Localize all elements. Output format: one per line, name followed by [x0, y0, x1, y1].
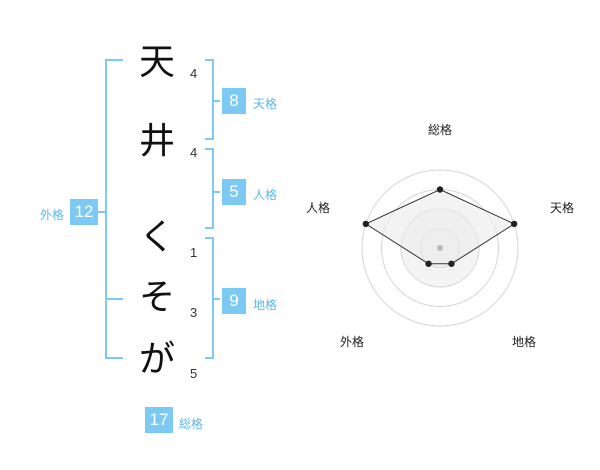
name-char-5: が: [138, 339, 175, 380]
stroke-count-1: 4: [190, 66, 198, 81]
radar-label-tenkaku: 天格: [550, 200, 574, 215]
stroke-count-3: 1: [190, 245, 198, 260]
radar-point-soukaku: [436, 186, 444, 193]
gaikaku-bracket: [105, 59, 123, 359]
chikaku-label: 地格: [253, 298, 278, 312]
stroke-count-5: 5: [190, 366, 198, 381]
jinkaku-label: 人格: [253, 188, 278, 202]
radar-label-gaikaku: 外格: [340, 334, 364, 349]
stroke-count-2: 4: [190, 145, 198, 160]
tenkaku-bracket: [205, 59, 214, 140]
radar-label-jinkaku: 人格: [306, 200, 330, 215]
radar-point-jinkaku: [362, 220, 370, 228]
name-char-2: 井: [138, 121, 175, 162]
radar-label-chikaku: 地格: [512, 334, 536, 349]
radar-point-tenkaku: [510, 220, 518, 228]
radar-points: [362, 186, 518, 267]
name-char-3: く: [138, 217, 175, 258]
gaikaku-label: 外格: [40, 208, 65, 222]
radar-point-gaikaku: [425, 260, 432, 267]
soukaku-label: 総格: [179, 417, 204, 431]
stroke-count-4: 3: [190, 305, 198, 320]
soukaku-value: 17: [145, 407, 173, 433]
tenkaku-value: 8: [222, 88, 246, 114]
name-char-1: 天: [138, 42, 175, 83]
chikaku-value: 9: [222, 288, 246, 314]
jinkaku-bracket: [205, 148, 214, 229]
radar-label-soukaku: 総格: [428, 122, 452, 137]
name-char-4: そ: [138, 277, 175, 318]
gaikaku-value: 12: [70, 199, 98, 225]
radar-point-chikaku: [448, 260, 455, 267]
radar-center-dot: [437, 245, 443, 251]
jinkaku-value: 5: [222, 179, 246, 205]
tenkaku-label: 天格: [253, 97, 278, 111]
radar-polygon: [364, 188, 516, 265]
